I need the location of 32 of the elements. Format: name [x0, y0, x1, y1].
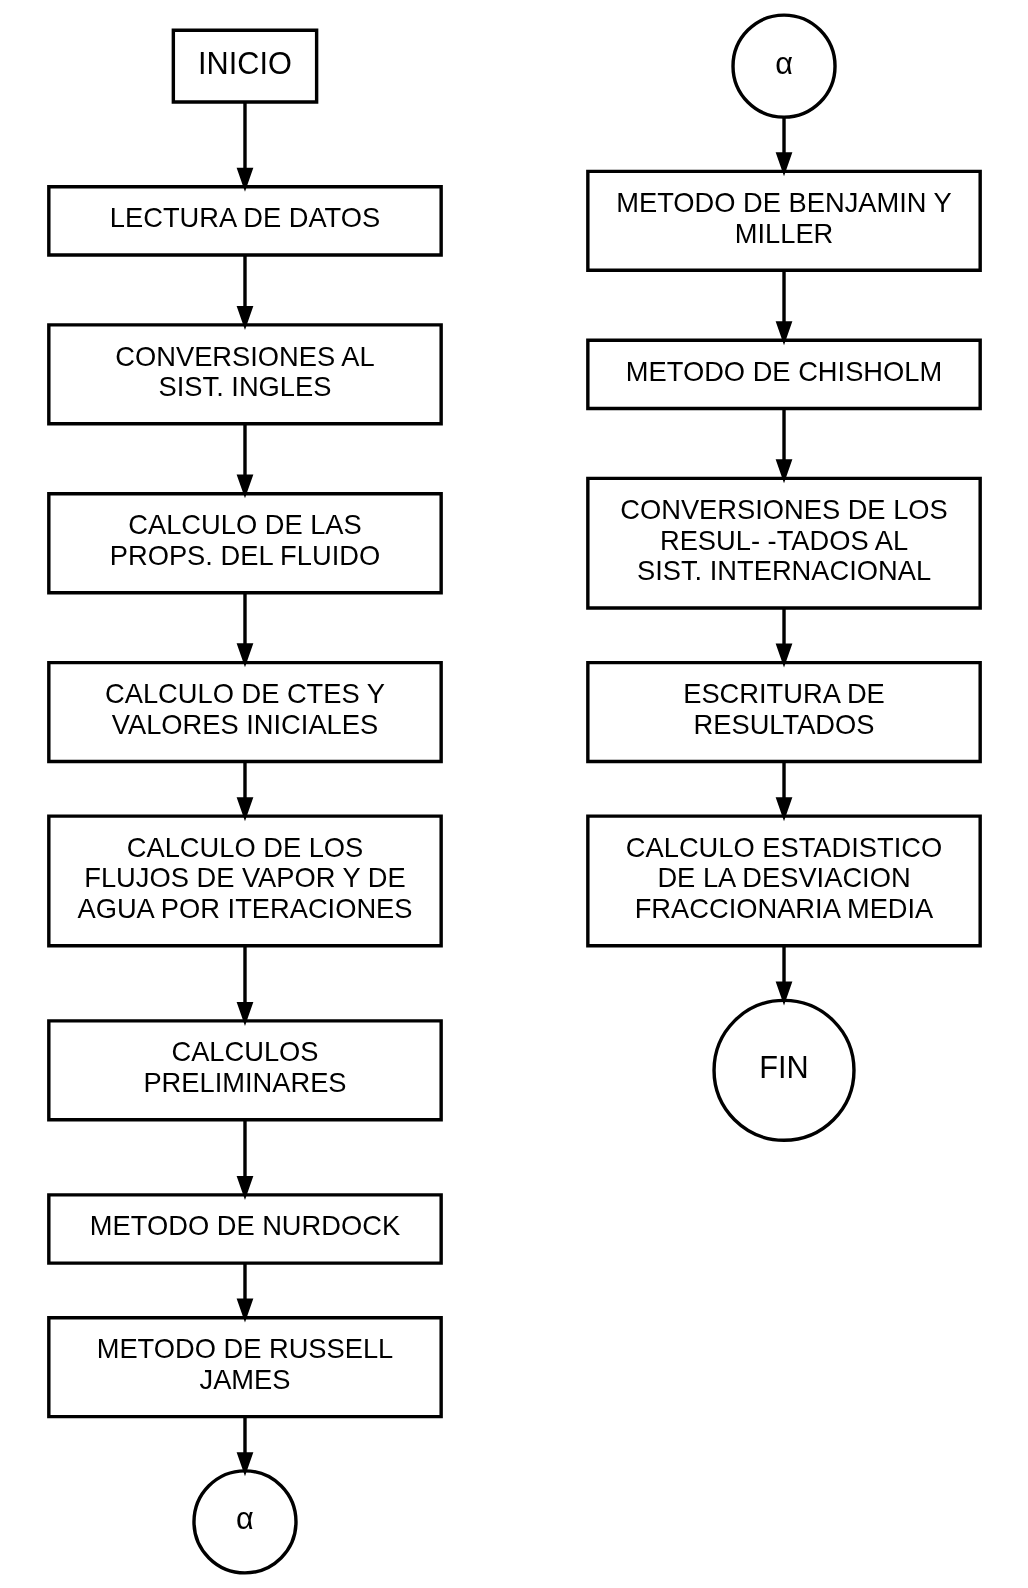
node-box: CALCULO DE LOS FLUJOS DE VAPOR Y DE AGUA POR ITERACIONES [46, 814, 443, 948]
node-box: CALCULO ESTADISTICO DE LA DESVIACION FRACCIONARIA MEDIA [585, 814, 982, 948]
node-box: CONVERSIONES AL SIST. INGLES [46, 323, 443, 426]
arrow [775, 270, 792, 346]
node-circle: α [730, 13, 837, 119]
arrow [775, 608, 792, 668]
node-box: CALCULOS PRELIMINARES [46, 1019, 443, 1122]
arrow [775, 946, 792, 1006]
node-circle: FIN [711, 998, 856, 1142]
node-box: METODO DE NURDOCK [46, 1193, 443, 1265]
node-box: METODO DE CHISHOLM [585, 338, 982, 411]
node-circle: α [191, 1469, 298, 1575]
arrow [236, 255, 253, 330]
node-box: CALCULO DE LAS PROPS. DEL FLUIDO [46, 492, 443, 595]
node-box: LECTURA DE DATOS [46, 185, 443, 257]
arrow [775, 117, 792, 177]
node-box: ESCRITURA DE RESULTADOS [585, 660, 982, 764]
node-box: METODO DE RUSSELL JAMES [46, 1316, 443, 1419]
node-box: INICIO [171, 28, 318, 104]
arrow [236, 592, 253, 668]
node-box: CONVERSIONES DE LOS RESUL- -TADOS AL SIST. INTERNACIONAL [585, 476, 982, 610]
arrow [775, 408, 792, 484]
node-box: METODO DE BENJAMIN Y MILLER [585, 169, 982, 272]
arrow [236, 1416, 253, 1477]
arrow [236, 423, 253, 499]
arrow [236, 1120, 253, 1200]
arrow [775, 761, 792, 822]
arrow [236, 761, 253, 822]
arrow [236, 1263, 253, 1323]
arrow [236, 102, 253, 192]
arrow [236, 946, 253, 1026]
node-box: CALCULO DE CTES Y VALORES INICIALES [46, 660, 443, 764]
